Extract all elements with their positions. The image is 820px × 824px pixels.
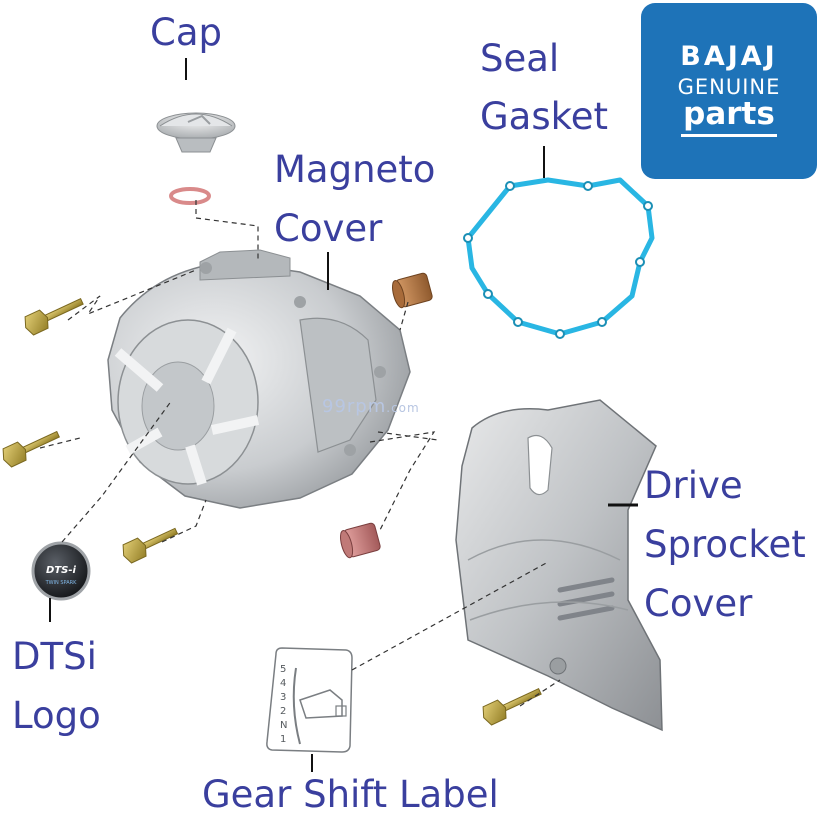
o-ring-part: [171, 189, 209, 203]
gear-n: N: [280, 720, 287, 731]
cap-label: Cap: [150, 4, 222, 62]
magneto-cover-label-line1: Magneto: [274, 141, 435, 199]
watermark: 99rpm.com: [322, 396, 420, 417]
bushing-part-top: [390, 272, 433, 309]
watermark-suffix: .com: [386, 401, 419, 415]
dtsi-logo-badge: DTS-i TWIN SPARK: [33, 543, 89, 599]
gear-2: 2: [280, 706, 286, 717]
gear-5: 5: [280, 664, 286, 675]
seal-gasket-part: [468, 180, 652, 334]
magneto-cover-label-line2: Cover: [274, 200, 382, 258]
bolt-part-2: [0, 425, 62, 468]
dtsi-logo-label-line2: Logo: [12, 687, 101, 745]
bolt-part-1: [21, 292, 86, 336]
gear-1: 1: [280, 734, 286, 745]
logo-brand-text: BAJAJ: [641, 41, 817, 72]
cap-part: [157, 113, 235, 152]
dtsi-badge-subtext: TWIN SPARK: [45, 580, 78, 586]
gear-4: 4: [280, 678, 286, 689]
bajaj-genuine-parts-logo: BAJAJ GENUINE parts: [641, 3, 817, 179]
seal-gasket-label-line1: Seal: [480, 30, 559, 88]
dtsi-badge-text: DTS-i: [46, 565, 76, 576]
gear-shift-label: Gear Shift Label: [202, 766, 499, 824]
drive-sprocket-label-line3: Cover: [644, 575, 752, 633]
seal-gasket-label-line2: Gasket: [480, 88, 608, 146]
logo-parts-text: parts: [641, 96, 817, 132]
magneto-cover-part: [108, 250, 410, 508]
bushing-part-bottom: [338, 522, 381, 559]
drive-sprocket-label-line1: Drive: [644, 457, 743, 515]
logo-underline: [681, 134, 777, 137]
watermark-main: 99rpm: [322, 396, 386, 417]
dtsi-logo-label-line1: DTSi: [12, 628, 97, 686]
drive-sprocket-label-line2: Sprocket: [644, 516, 806, 574]
gear-3: 3: [280, 692, 286, 703]
bolt-part-4: [479, 682, 544, 726]
bolt-part-3: [119, 522, 180, 565]
gear-shift-label-part: 5 4 3 2 N 1: [267, 648, 352, 752]
